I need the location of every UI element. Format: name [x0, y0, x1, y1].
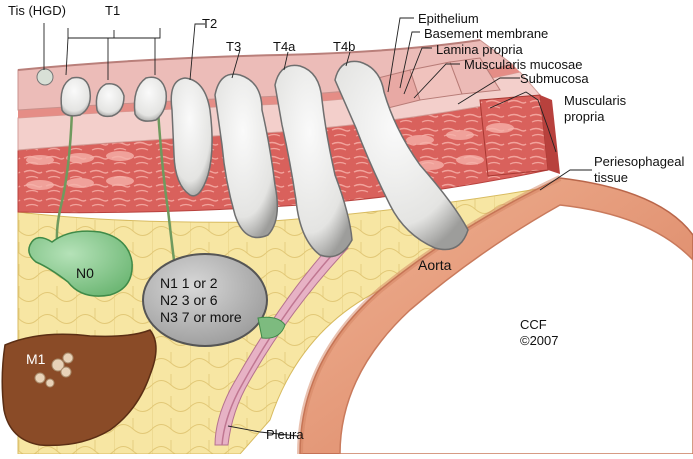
label-periesophageal-line2: tissue [594, 170, 628, 185]
tumor-t4a [274, 64, 353, 258]
label-t2: T2 [202, 16, 218, 31]
label-lamina-propria: Lamina propria [436, 42, 523, 57]
aorta-lumen [339, 204, 693, 455]
label-t3: T3 [226, 39, 242, 54]
credit-year: ©2007 [520, 333, 559, 348]
tumor-t3 [214, 73, 279, 239]
label-muscularis-mucosae: Muscularis mucosae [464, 57, 583, 72]
label-n3: N3 7 or more [160, 309, 242, 325]
lymphatic-vessels [55, 109, 177, 269]
label-t4a: T4a [273, 39, 296, 54]
tumor-tis [36, 68, 54, 86]
leader-lines [43, 17, 592, 437]
label-basement-membrane: Basement membrane [424, 26, 549, 41]
lymph-node-n0 [28, 230, 133, 297]
label-t1: T1 [105, 3, 121, 18]
tumor-t4b [334, 60, 469, 251]
label-n2: N2 3 or 6 [160, 292, 218, 308]
epithelium-surface [17, 39, 481, 71]
liver-metastases [34, 352, 74, 388]
credit-ccf: CCF [520, 317, 547, 332]
label-pleura: Pleura [266, 427, 304, 442]
tumor-t2 [170, 77, 213, 197]
lymph-node-n1-n3 [142, 253, 268, 347]
label-t4b: T4b [333, 39, 356, 54]
label-n1: N1 1 or 2 [160, 275, 218, 291]
label-n0: N0 [76, 265, 94, 281]
label-periesophageal-line1: Periesophageal [594, 154, 685, 169]
label-epithelium: Epithelium [418, 11, 479, 26]
label-m1: M1 [26, 351, 46, 367]
tumors-t1 [60, 76, 168, 122]
label-muscularis-propria-line1: Muscularis [564, 93, 627, 108]
muscle-lobes [26, 123, 514, 190]
label-submucosa: Submucosa [520, 71, 589, 86]
label-aorta: Aorta [418, 257, 452, 273]
label-muscularis-propria-line2: propria [564, 109, 605, 124]
liver [1, 329, 157, 447]
label-tis-hgd: Tis (HGD) [8, 3, 67, 18]
